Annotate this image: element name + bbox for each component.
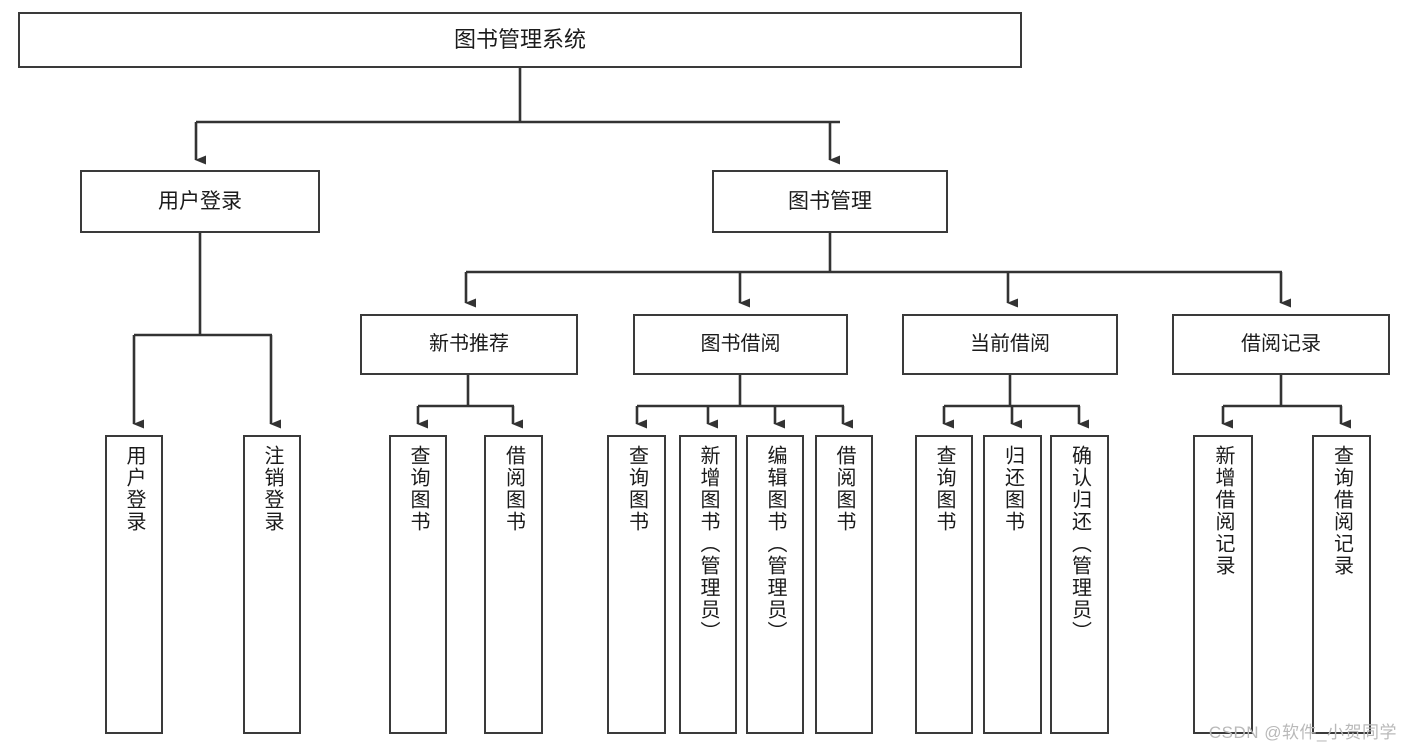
node-label: 注销登录 xyxy=(261,445,283,533)
node-label: 新增借阅记录 xyxy=(1212,445,1234,577)
node-label: 查询图书 xyxy=(407,445,429,533)
node-label: 用户登录 xyxy=(158,189,242,213)
node-label: 当前借阅 xyxy=(970,333,1050,356)
node-label: 图书管理系统 xyxy=(453,26,586,52)
node-label: 用户登录 xyxy=(123,445,145,533)
leaf-add-book-admin[interactable]: 新增图书（管理员） xyxy=(679,435,737,734)
leaf-query-book-current[interactable]: 查询图书 xyxy=(915,435,973,734)
leaf-confirm-return-admin[interactable]: 确认归还（管理员） xyxy=(1050,435,1109,734)
node-label: 查询图书 xyxy=(625,445,648,533)
node-user-login[interactable]: 用户登录 xyxy=(80,170,320,233)
node-book-borrowing[interactable]: 图书借阅 xyxy=(633,314,848,375)
leaf-user-login[interactable]: 用户登录 xyxy=(105,435,163,734)
node-label: 借阅图书 xyxy=(502,445,525,533)
csdn-watermark: CSDN @软件_小贺同学 xyxy=(1208,723,1397,742)
leaf-borrow-book-new-rec[interactable]: 借阅图书 xyxy=(484,435,543,734)
node-label: 借阅记录 xyxy=(1241,333,1321,356)
leaf-return-book[interactable]: 归还图书 xyxy=(983,435,1042,734)
node-label: 查询图书 xyxy=(933,445,955,533)
node-root-book-management-system[interactable]: 图书管理系统 xyxy=(18,12,1022,68)
node-label: 新书推荐 xyxy=(429,333,509,356)
leaf-logout-login[interactable]: 注销登录 xyxy=(243,435,301,734)
node-label: 借阅图书 xyxy=(833,445,855,533)
node-current-borrowing[interactable]: 当前借阅 xyxy=(902,314,1118,375)
node-label: 新增图书（管理员） xyxy=(697,445,719,643)
node-label: 图书借阅 xyxy=(700,333,781,356)
leaf-query-book-new-rec[interactable]: 查询图书 xyxy=(389,435,447,734)
leaf-edit-book-admin[interactable]: 编辑图书（管理员） xyxy=(746,435,804,734)
leaf-add-borrow-record[interactable]: 新增借阅记录 xyxy=(1193,435,1253,734)
leaf-borrow-book[interactable]: 借阅图书 xyxy=(815,435,873,734)
leaf-query-book-borrow[interactable]: 查询图书 xyxy=(607,435,666,734)
node-label: 查询借阅记录 xyxy=(1330,445,1353,577)
leaf-query-borrow-record[interactable]: 查询借阅记录 xyxy=(1312,435,1371,734)
node-book-management[interactable]: 图书管理 xyxy=(712,170,948,233)
node-label: 编辑图书（管理员） xyxy=(764,445,786,643)
node-label: 图书管理 xyxy=(788,189,872,213)
node-label: 归还图书 xyxy=(1001,445,1024,533)
node-new-book-recommendation[interactable]: 新书推荐 xyxy=(360,314,578,375)
node-label: 确认归还（管理员） xyxy=(1068,445,1091,643)
node-borrowing-record[interactable]: 借阅记录 xyxy=(1172,314,1390,375)
